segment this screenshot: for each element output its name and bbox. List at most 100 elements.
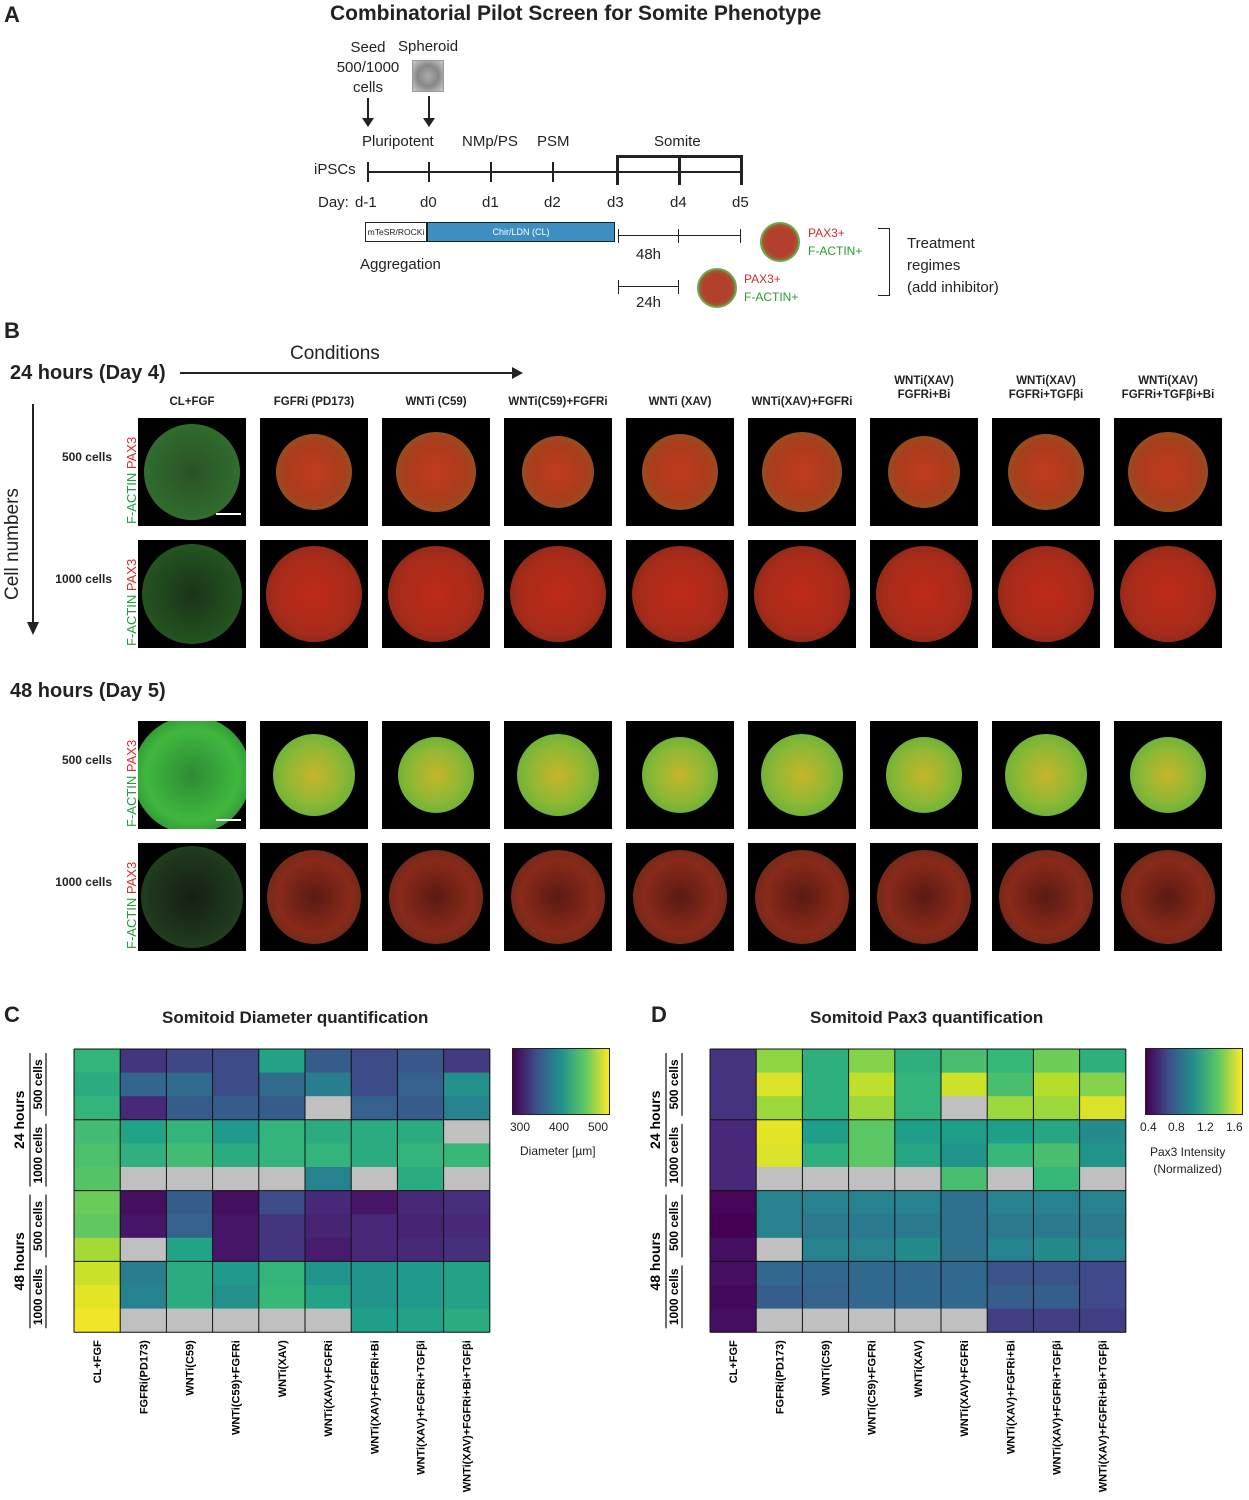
heatmap-cell: [351, 1237, 398, 1262]
day-d5: d5: [732, 194, 749, 211]
heatmap-cell: [443, 1285, 491, 1309]
heatmap-cell: [305, 1190, 352, 1215]
heatmap-cell: [848, 1167, 896, 1191]
condition-header: WNTi(C59)+FGFRi: [508, 396, 608, 408]
heatmap-cell: [756, 1214, 803, 1239]
heatmap-cell: [848, 1072, 896, 1097]
panel-c-letter: C: [4, 1002, 20, 1027]
heatmap-cell: [120, 1190, 167, 1215]
stain-label: F-ACTIN PAX3: [124, 861, 139, 949]
somitoid-image: [870, 843, 978, 951]
heatmap-cell: [443, 1308, 491, 1333]
cb-d-tick-0.4: 0.4: [1140, 1120, 1157, 1134]
heatmap-cell: [1079, 1119, 1127, 1144]
heatmap-cell: [443, 1072, 491, 1097]
somitoid-image: [748, 843, 856, 951]
somitoid-image: [138, 540, 246, 648]
panel-d-letter: D: [651, 1002, 667, 1027]
heatmap-cell: [258, 1214, 306, 1239]
heatmap-cell: [351, 1214, 398, 1239]
cells-row-label: 1000 cells: [667, 1127, 681, 1184]
heatmap-cell: [212, 1096, 260, 1121]
conditions-label: Conditions: [290, 343, 380, 364]
heatmap-cell: [1033, 1237, 1080, 1262]
somitoid-image: [1114, 418, 1222, 526]
seed-label: Seed 500/1000 cells: [336, 39, 400, 96]
heatmap-cell: [1079, 1190, 1127, 1215]
condition-axis-label: WNTi(C59): [185, 1340, 197, 1396]
heatmap-cell: [848, 1214, 896, 1239]
heatmap-cell: [710, 1143, 757, 1168]
somitoid-image: [992, 418, 1100, 526]
heatmap-cell: [894, 1308, 942, 1333]
heatmap-cell: [74, 1072, 121, 1097]
heatmap-cell: [120, 1167, 167, 1191]
heatmap-cell: [941, 1214, 988, 1239]
heatmap-cell: [397, 1308, 444, 1333]
spheroid-arrow-head: [423, 118, 435, 127]
stain-label: F-ACTIN PAX3: [124, 739, 139, 827]
marker-pax3-48h: PAX3+: [808, 226, 845, 240]
heatmap-cell: [212, 1072, 260, 1097]
tick-d0: [428, 162, 430, 182]
heatmap-cell: [258, 1049, 306, 1073]
heatmap-cell: [802, 1214, 849, 1239]
heatmap-cell: [987, 1237, 1034, 1262]
somitoid-image: [504, 721, 612, 829]
heatmap-cell: [802, 1072, 849, 1097]
heatmap-cell: [120, 1119, 167, 1144]
heatmap-cell: [258, 1261, 306, 1286]
cell-numbers-arrow: [32, 404, 34, 624]
somitoid-image: [504, 418, 612, 526]
somitoid-image: [626, 418, 734, 526]
heatmap-cell: [305, 1214, 352, 1239]
somitoid-image: [504, 540, 612, 648]
condition-axis-label: WNTi(XAV)+FGFRi+Bi+TGFβi: [1098, 1340, 1110, 1492]
heatmap-cell: [802, 1049, 849, 1073]
heatmap-cell: [987, 1072, 1034, 1097]
heatmap-cell: [894, 1237, 942, 1262]
condition-axis-label: WNTi(C59): [821, 1340, 833, 1396]
heatmap-cell: [351, 1143, 398, 1168]
heatmap-cell: [74, 1119, 121, 1144]
time-48h-label: 48 hours (Day 5): [10, 680, 166, 702]
spheroid-label: Spheroid: [398, 38, 459, 55]
heatmap-cell: [756, 1285, 803, 1309]
heatmap-cell: [74, 1167, 121, 1191]
somitoid-48h-icon: [760, 222, 800, 262]
heatmap-cell: [848, 1285, 896, 1309]
heatmap-cell: [351, 1261, 398, 1286]
heatmap-cell: [941, 1167, 988, 1191]
heatmap-cell: [894, 1285, 942, 1309]
heatmap-cell: [894, 1214, 942, 1239]
somitoid-image: [382, 843, 490, 951]
marker-factin-48h: F-ACTIN+: [808, 244, 863, 258]
heatmap-cell: [848, 1237, 896, 1262]
scalebar-24h: [216, 513, 241, 515]
heatmap-cell: [1079, 1096, 1127, 1121]
stain-label: F-ACTIN PAX3: [124, 436, 139, 524]
dur24-tick-start: [618, 280, 620, 294]
heatmap-cell: [258, 1237, 306, 1262]
condition-axis-label: WNTi(XAV)+FGFRi: [959, 1340, 971, 1436]
heatmap-cell: [1079, 1214, 1127, 1239]
heatmap-cell: [941, 1285, 988, 1309]
heatmap-cell: [894, 1143, 942, 1168]
heatmap-cell: [1033, 1167, 1080, 1191]
heatmap-cell: [1079, 1143, 1127, 1168]
heatmap-cell: [212, 1237, 260, 1262]
heatmap-cell: [166, 1049, 213, 1073]
heatmap-cell: [166, 1261, 213, 1286]
somitoid-image: [1114, 843, 1222, 951]
heatmap-cell: [802, 1308, 849, 1333]
heatmap-cell: [397, 1261, 444, 1286]
stage-psm: PSM: [537, 133, 570, 150]
heatmap-cell: [166, 1190, 213, 1215]
heatmap-cell: [802, 1096, 849, 1121]
heatmap-cell: [941, 1190, 988, 1215]
heatmap-cell: [443, 1096, 491, 1121]
heatmap-cell: [166, 1143, 213, 1168]
cell-count-row-label: 500 cells: [61, 753, 112, 767]
heatmap-cell: [443, 1119, 491, 1144]
heatmap-cell: [212, 1214, 260, 1239]
